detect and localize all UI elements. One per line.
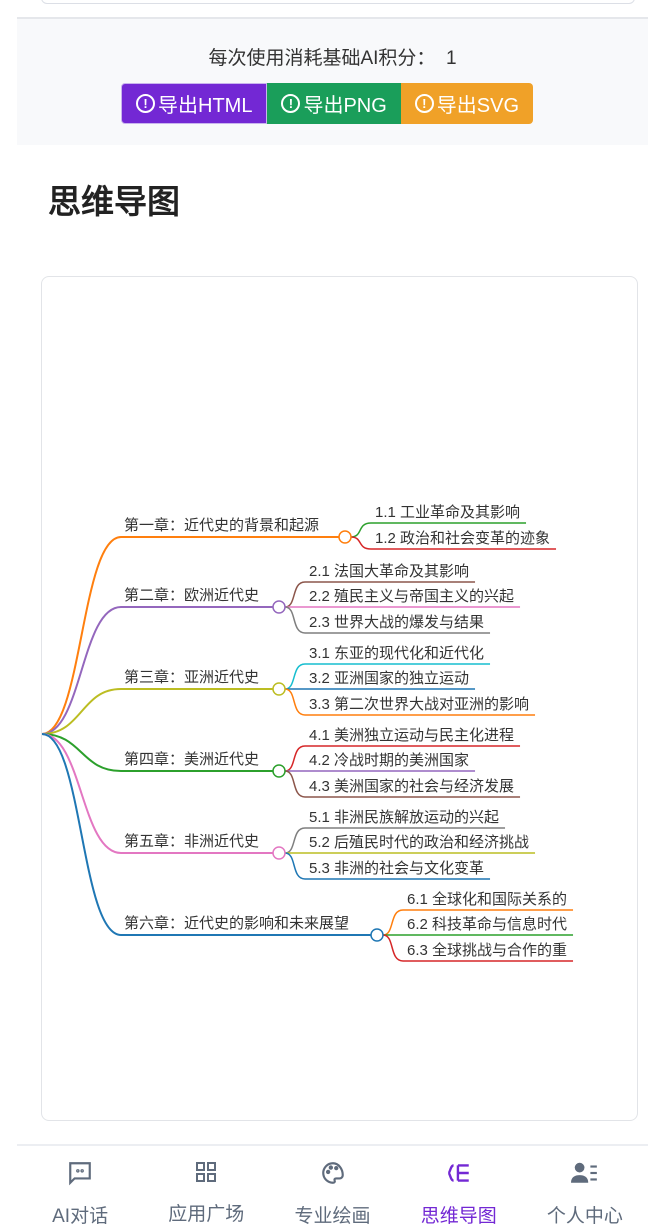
palette-icon (321, 1162, 344, 1184)
chapter-branch (42, 733, 273, 772)
mindmap-canvas[interactable]: 第一章：近代史的背景和起源 1.1 工业革命及其影响 1.2 政治和社会变革的迹象第… (41, 276, 638, 1121)
chapter-node[interactable] (272, 682, 286, 696)
topic-label: 3.2 亚洲国家的独立运动 (309, 670, 469, 687)
chapter-node[interactable] (272, 764, 286, 778)
chapter-branch (42, 688, 273, 735)
tab-label: 思维导图 (420, 1206, 497, 1227)
topic-branch (382, 934, 574, 962)
tab-label: AI对话 (52, 1206, 109, 1227)
topic-label: 2.2 殖民主义与帝国主义的兴起 (309, 588, 514, 605)
tab-label: 专业绘画 (294, 1206, 371, 1227)
chapter-branch (42, 536, 339, 735)
chapter-label: 第二章：欧洲近代史 (124, 586, 259, 604)
topic-branch (350, 536, 557, 550)
info-icon: ! (281, 94, 301, 113)
topic-label: 2.3 世界大战的爆发与结果 (309, 614, 484, 631)
export-svg-button[interactable]: !导出SVG (400, 83, 534, 124)
action-panel: 每次使用消耗基础AI积分： 1 !导出HTML !导出PNG !导出SVG (17, 17, 648, 145)
chapter-label: 第五章：非洲近代史 (124, 832, 259, 850)
mindmap-icon (447, 1164, 469, 1182)
chapter-label: 第三章：亚洲近代史 (124, 668, 259, 686)
cost-label: 每次使用消耗基础AI积分： (208, 48, 436, 69)
chapter-node[interactable] (370, 928, 384, 942)
user-icon (570, 1162, 597, 1183)
chat-icon (69, 1162, 91, 1186)
chapter-label: 第六章：近代史的影响和未来展望 (124, 914, 349, 932)
chapter-label: 第四章：美洲近代史 (124, 750, 259, 768)
topic-branch (284, 581, 476, 608)
topic-branch (284, 663, 491, 690)
topic-label: 3.1 东亚的现代化和近代化 (309, 645, 484, 662)
topic-branch (350, 522, 527, 538)
tab-label: 个人中心 (546, 1206, 623, 1227)
topic-label: 5.2 后殖民时代的政治和经济挑战 (309, 834, 529, 851)
info-icon: ! (414, 94, 434, 113)
topic-label: 5.1 非洲民族解放运动的兴起 (309, 809, 499, 826)
bottom-tab-bar: AI对话 应用广场 专业绘画 思维导图 个人中心 (17, 1144, 648, 1227)
tab-app-square[interactable]: 应用广场 (143, 1146, 269, 1225)
topic-branch (284, 688, 536, 716)
tab-profile[interactable]: 个人中心 (522, 1146, 648, 1227)
topic-label: 2.1 法国大革命及其影响 (309, 562, 469, 580)
export-png-label: 导出PNG (303, 95, 387, 117)
chapter-branch (42, 733, 371, 936)
cost-info: 每次使用消耗基础AI积分： 1 (17, 43, 648, 70)
tab-ai-chat[interactable]: AI对话 (17, 1146, 143, 1227)
cost-value: 1 (445, 48, 457, 69)
topic-label: 6.3 全球挑战与合作的重 (407, 941, 567, 959)
topic-branch (382, 909, 574, 936)
topic-branch (284, 745, 521, 772)
topic-branch (284, 827, 506, 854)
topic-label: 6.2 科技革命与信息时代 (407, 915, 567, 933)
topic-label: 6.1 全球化和国际关系的 (407, 890, 567, 908)
tab-mindmap[interactable]: 思维导图 (396, 1146, 522, 1227)
topic-label: 3.3 第二次世界大战对亚洲的影响 (309, 695, 529, 713)
chapter-node[interactable] (272, 846, 286, 860)
export-svg-label: 导出SVG (436, 95, 520, 117)
tab-painting[interactable]: 专业绘画 (269, 1146, 395, 1227)
info-icon: ! (136, 94, 155, 113)
export-html-button[interactable]: !导出HTML (121, 83, 268, 124)
topic-branch (284, 606, 491, 634)
topic-label: 4.2 冷战时期的美洲国家 (309, 752, 469, 769)
tab-label: 应用广场 (168, 1204, 245, 1225)
chapter-branch (42, 606, 273, 735)
topic-branch (284, 852, 491, 880)
topic-label: 1.1 工业革命及其影响 (375, 503, 520, 521)
topic-label: 4.1 美洲独立运动与民主化进程 (309, 727, 514, 744)
export-html-label: 导出HTML (158, 95, 253, 117)
page-title: 思维导图 (48, 183, 180, 220)
chapter-node[interactable] (338, 530, 352, 544)
chapter-branch (42, 733, 273, 854)
export-png-button[interactable]: !导出PNG (267, 83, 401, 124)
topic-label: 4.3 美洲国家的社会与经济发展 (309, 778, 514, 795)
chapter-node[interactable] (272, 600, 286, 614)
chapter-label: 第一章：近代史的背景和起源 (124, 516, 319, 534)
topic-branch (284, 770, 521, 798)
topic-label: 1.2 政治和社会变革的迹象 (375, 530, 550, 547)
grid-icon (196, 1162, 217, 1182)
topic-label: 5.3 非洲的社会与文化变革 (309, 860, 484, 877)
prompt-input[interactable] (41, 0, 635, 4)
